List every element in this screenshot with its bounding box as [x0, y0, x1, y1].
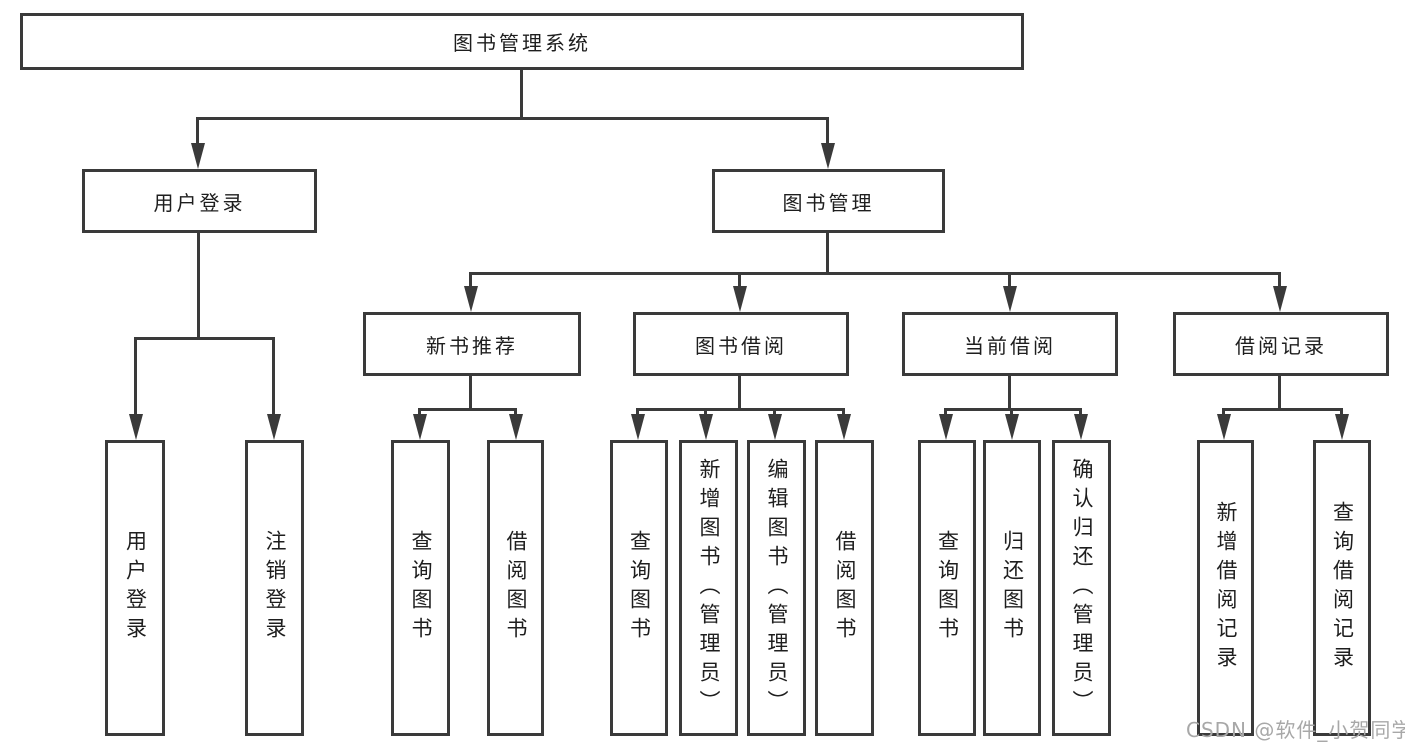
arrowhead-down-icon — [1273, 286, 1287, 312]
arrowhead-down-icon — [1003, 286, 1017, 312]
leaf-borrow-book-2: 借阅图书 — [815, 440, 874, 736]
connector-line — [469, 376, 472, 410]
leaf-add-book-admin: 新增图书（管理员） — [679, 440, 738, 736]
connector-line — [272, 337, 275, 422]
arrowhead-down-icon — [733, 286, 747, 312]
connector-line — [196, 117, 199, 147]
watermark-text: CSDN @软件_小贺同学 — [1186, 718, 1405, 742]
leaf-query-book-1: 查询图书 — [391, 440, 450, 736]
node-book-management: 图书管理 — [712, 169, 945, 233]
node-book-borrow: 图书借阅 — [633, 312, 849, 376]
connector-line — [469, 272, 1281, 275]
arrowhead-down-icon — [939, 414, 953, 440]
connector-line — [826, 233, 829, 274]
leaf-confirm-return-admin: 确认归还（管理员） — [1052, 440, 1111, 736]
arrowhead-down-icon — [509, 414, 523, 440]
leaf-query-book-3: 查询图书 — [918, 440, 976, 736]
arrowhead-down-icon — [1217, 414, 1231, 440]
connector-line — [520, 69, 523, 119]
arrowhead-down-icon — [267, 414, 281, 440]
node-borrow-records: 借阅记录 — [1173, 312, 1389, 376]
arrowhead-down-icon — [821, 143, 835, 169]
arrowhead-down-icon — [1074, 414, 1088, 440]
arrowhead-down-icon — [191, 143, 205, 169]
arrowhead-down-icon — [1005, 414, 1019, 440]
connector-line — [944, 408, 1082, 411]
leaf-return-book: 归还图书 — [983, 440, 1041, 736]
connector-line — [1278, 272, 1281, 292]
connector-line — [1222, 408, 1343, 411]
leaf-borrow-book-1: 借阅图书 — [487, 440, 544, 736]
connector-line — [134, 337, 137, 422]
connector-line — [636, 408, 845, 411]
arrowhead-down-icon — [464, 286, 478, 312]
connector-line — [197, 117, 829, 120]
connector-line — [469, 272, 472, 292]
arrowhead-down-icon — [1335, 414, 1349, 440]
node-user-login: 用户登录 — [82, 169, 317, 233]
node-current-borrow: 当前借阅 — [902, 312, 1118, 376]
connector-line — [738, 272, 741, 292]
leaf-query-book-2: 查询图书 — [610, 440, 668, 736]
leaf-edit-book-admin: 编辑图书（管理员） — [747, 440, 806, 736]
leaf-add-borrow-record: 新增借阅记录 — [1197, 440, 1254, 736]
connector-line — [197, 233, 200, 339]
arrowhead-down-icon — [768, 414, 782, 440]
node-new-book-recommend: 新书推荐 — [363, 312, 581, 376]
connector-line — [134, 337, 275, 340]
connector-line — [738, 376, 741, 410]
node-library-system: 图书管理系统 — [20, 13, 1024, 70]
connector-line — [1278, 376, 1281, 410]
arrowhead-down-icon — [631, 414, 645, 440]
connector-line — [826, 117, 829, 147]
arrowhead-down-icon — [413, 414, 427, 440]
arrowhead-down-icon — [837, 414, 851, 440]
leaf-query-borrow-record: 查询借阅记录 — [1313, 440, 1371, 736]
leaf-user-login: 用户登录 — [105, 440, 165, 736]
connector-line — [1008, 376, 1011, 410]
arrowhead-down-icon — [129, 414, 143, 440]
connector-line — [418, 408, 517, 411]
arrowhead-down-icon — [699, 414, 713, 440]
leaf-logout: 注销登录 — [245, 440, 304, 736]
connector-line — [1008, 272, 1011, 292]
